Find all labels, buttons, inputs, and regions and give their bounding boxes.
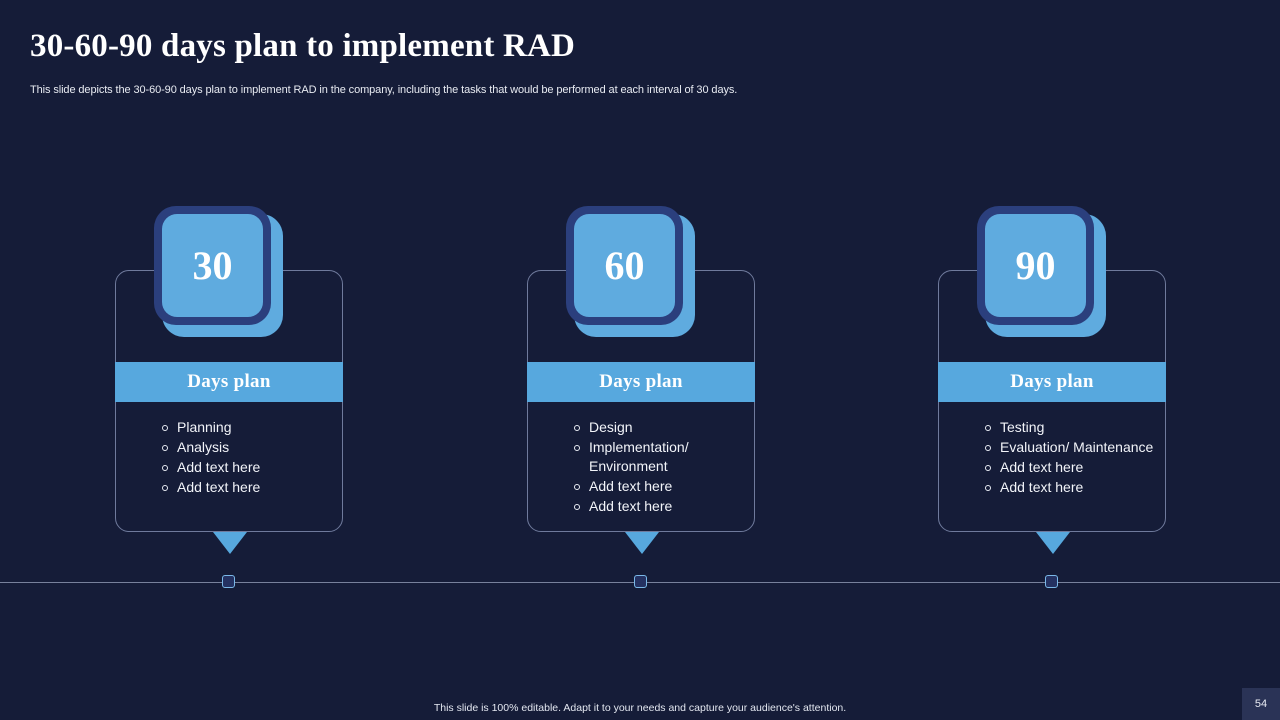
list-item: Implementation/ Environment	[574, 438, 754, 476]
list-item-label: Add text here	[177, 459, 261, 475]
list-item-label: Add text here	[589, 478, 673, 494]
list-item-label: Testing	[1000, 419, 1045, 435]
badge-number-label: 30	[192, 242, 233, 288]
badge-ring-layer: 30	[154, 206, 271, 325]
list-item: Add text here	[985, 458, 1165, 477]
bullet-circle-icon	[985, 425, 991, 431]
plan-card[interactable]: Days plan Testing Evaluation/ Maintenanc…	[938, 270, 1166, 532]
milestone-badge-30: 30	[154, 206, 283, 337]
list-item-label: Analysis	[177, 439, 230, 455]
card-pointer-triangle-icon	[625, 532, 659, 554]
list-item-label: Add text here	[1000, 459, 1084, 475]
timeline-marker-90[interactable]	[1045, 575, 1058, 588]
timeline-marker-30[interactable]	[222, 575, 235, 588]
list-item: Add text here	[574, 497, 754, 516]
milestone-badge-60: 60	[566, 206, 695, 337]
card-header-bar: Days plan	[938, 362, 1166, 402]
bullet-circle-icon	[574, 425, 580, 431]
card-header-bar: Days plan	[115, 362, 343, 402]
bullet-circle-icon	[162, 425, 168, 431]
badge-number-label: 90	[1015, 242, 1056, 288]
list-item-label: Design	[589, 419, 633, 435]
bullet-circle-icon	[985, 465, 991, 471]
list-item: Add text here	[162, 458, 342, 477]
badge-inner-layer: 60	[574, 214, 675, 317]
list-item-label: Add text here	[589, 498, 673, 514]
page-title: 30-60-90 days plan to implement RAD	[30, 28, 576, 64]
slide-subtitle: This slide depicts the 30-60-90 days pla…	[30, 84, 738, 96]
bullet-circle-icon	[985, 445, 991, 451]
list-item-label: Add text here	[1000, 479, 1084, 495]
list-item: Add text here	[574, 477, 754, 496]
list-item: Add text here	[162, 478, 342, 497]
card-header-label: Days plan	[187, 371, 271, 392]
list-item: Testing	[985, 418, 1165, 437]
list-item: Add text here	[985, 478, 1165, 497]
badge-number-label: 60	[604, 242, 645, 288]
list-item-label: Planning	[177, 419, 232, 435]
list-item-label: Add text here	[177, 479, 261, 495]
list-item: Planning	[162, 418, 342, 437]
card-header-label: Days plan	[1010, 371, 1094, 392]
badge-inner-layer: 90	[985, 214, 1086, 317]
badge-ring-layer: 60	[566, 206, 683, 325]
bullet-circle-icon	[574, 445, 580, 451]
page-number-badge: 54	[1242, 688, 1280, 720]
milestone-badge-90: 90	[977, 206, 1106, 337]
bullet-circle-icon	[985, 485, 991, 491]
list-item-label: Implementation/ Environment	[589, 439, 689, 474]
bullet-circle-icon	[162, 485, 168, 491]
list-item: Evaluation/ Maintenance	[985, 438, 1165, 457]
plan-card[interactable]: Days plan Design Implementation/ Environ…	[527, 270, 755, 532]
card-pointer-triangle-icon	[1036, 532, 1070, 554]
list-item-label: Evaluation/ Maintenance	[1000, 439, 1154, 455]
list-item: Analysis	[162, 438, 342, 457]
badge-ring-layer: 90	[977, 206, 1094, 325]
plan-card[interactable]: Days plan Planning Analysis Add text her…	[115, 270, 343, 532]
card-header-label: Days plan	[599, 371, 683, 392]
bullet-circle-icon	[162, 465, 168, 471]
card-pointer-triangle-icon	[213, 532, 247, 554]
task-list: Planning Analysis Add text here Add text…	[162, 418, 342, 498]
task-list: Testing Evaluation/ Maintenance Add text…	[985, 418, 1165, 498]
timeline-marker-60[interactable]	[634, 575, 647, 588]
footer-note: This slide is 100% editable. Adapt it to…	[433, 702, 847, 714]
badge-inner-layer: 30	[162, 214, 263, 317]
list-item: Design	[574, 418, 754, 437]
bullet-circle-icon	[162, 445, 168, 451]
bullet-circle-icon	[574, 484, 580, 490]
bullet-circle-icon	[574, 504, 580, 510]
task-list: Design Implementation/ Environment Add t…	[574, 418, 754, 517]
card-header-bar: Days plan	[527, 362, 755, 402]
